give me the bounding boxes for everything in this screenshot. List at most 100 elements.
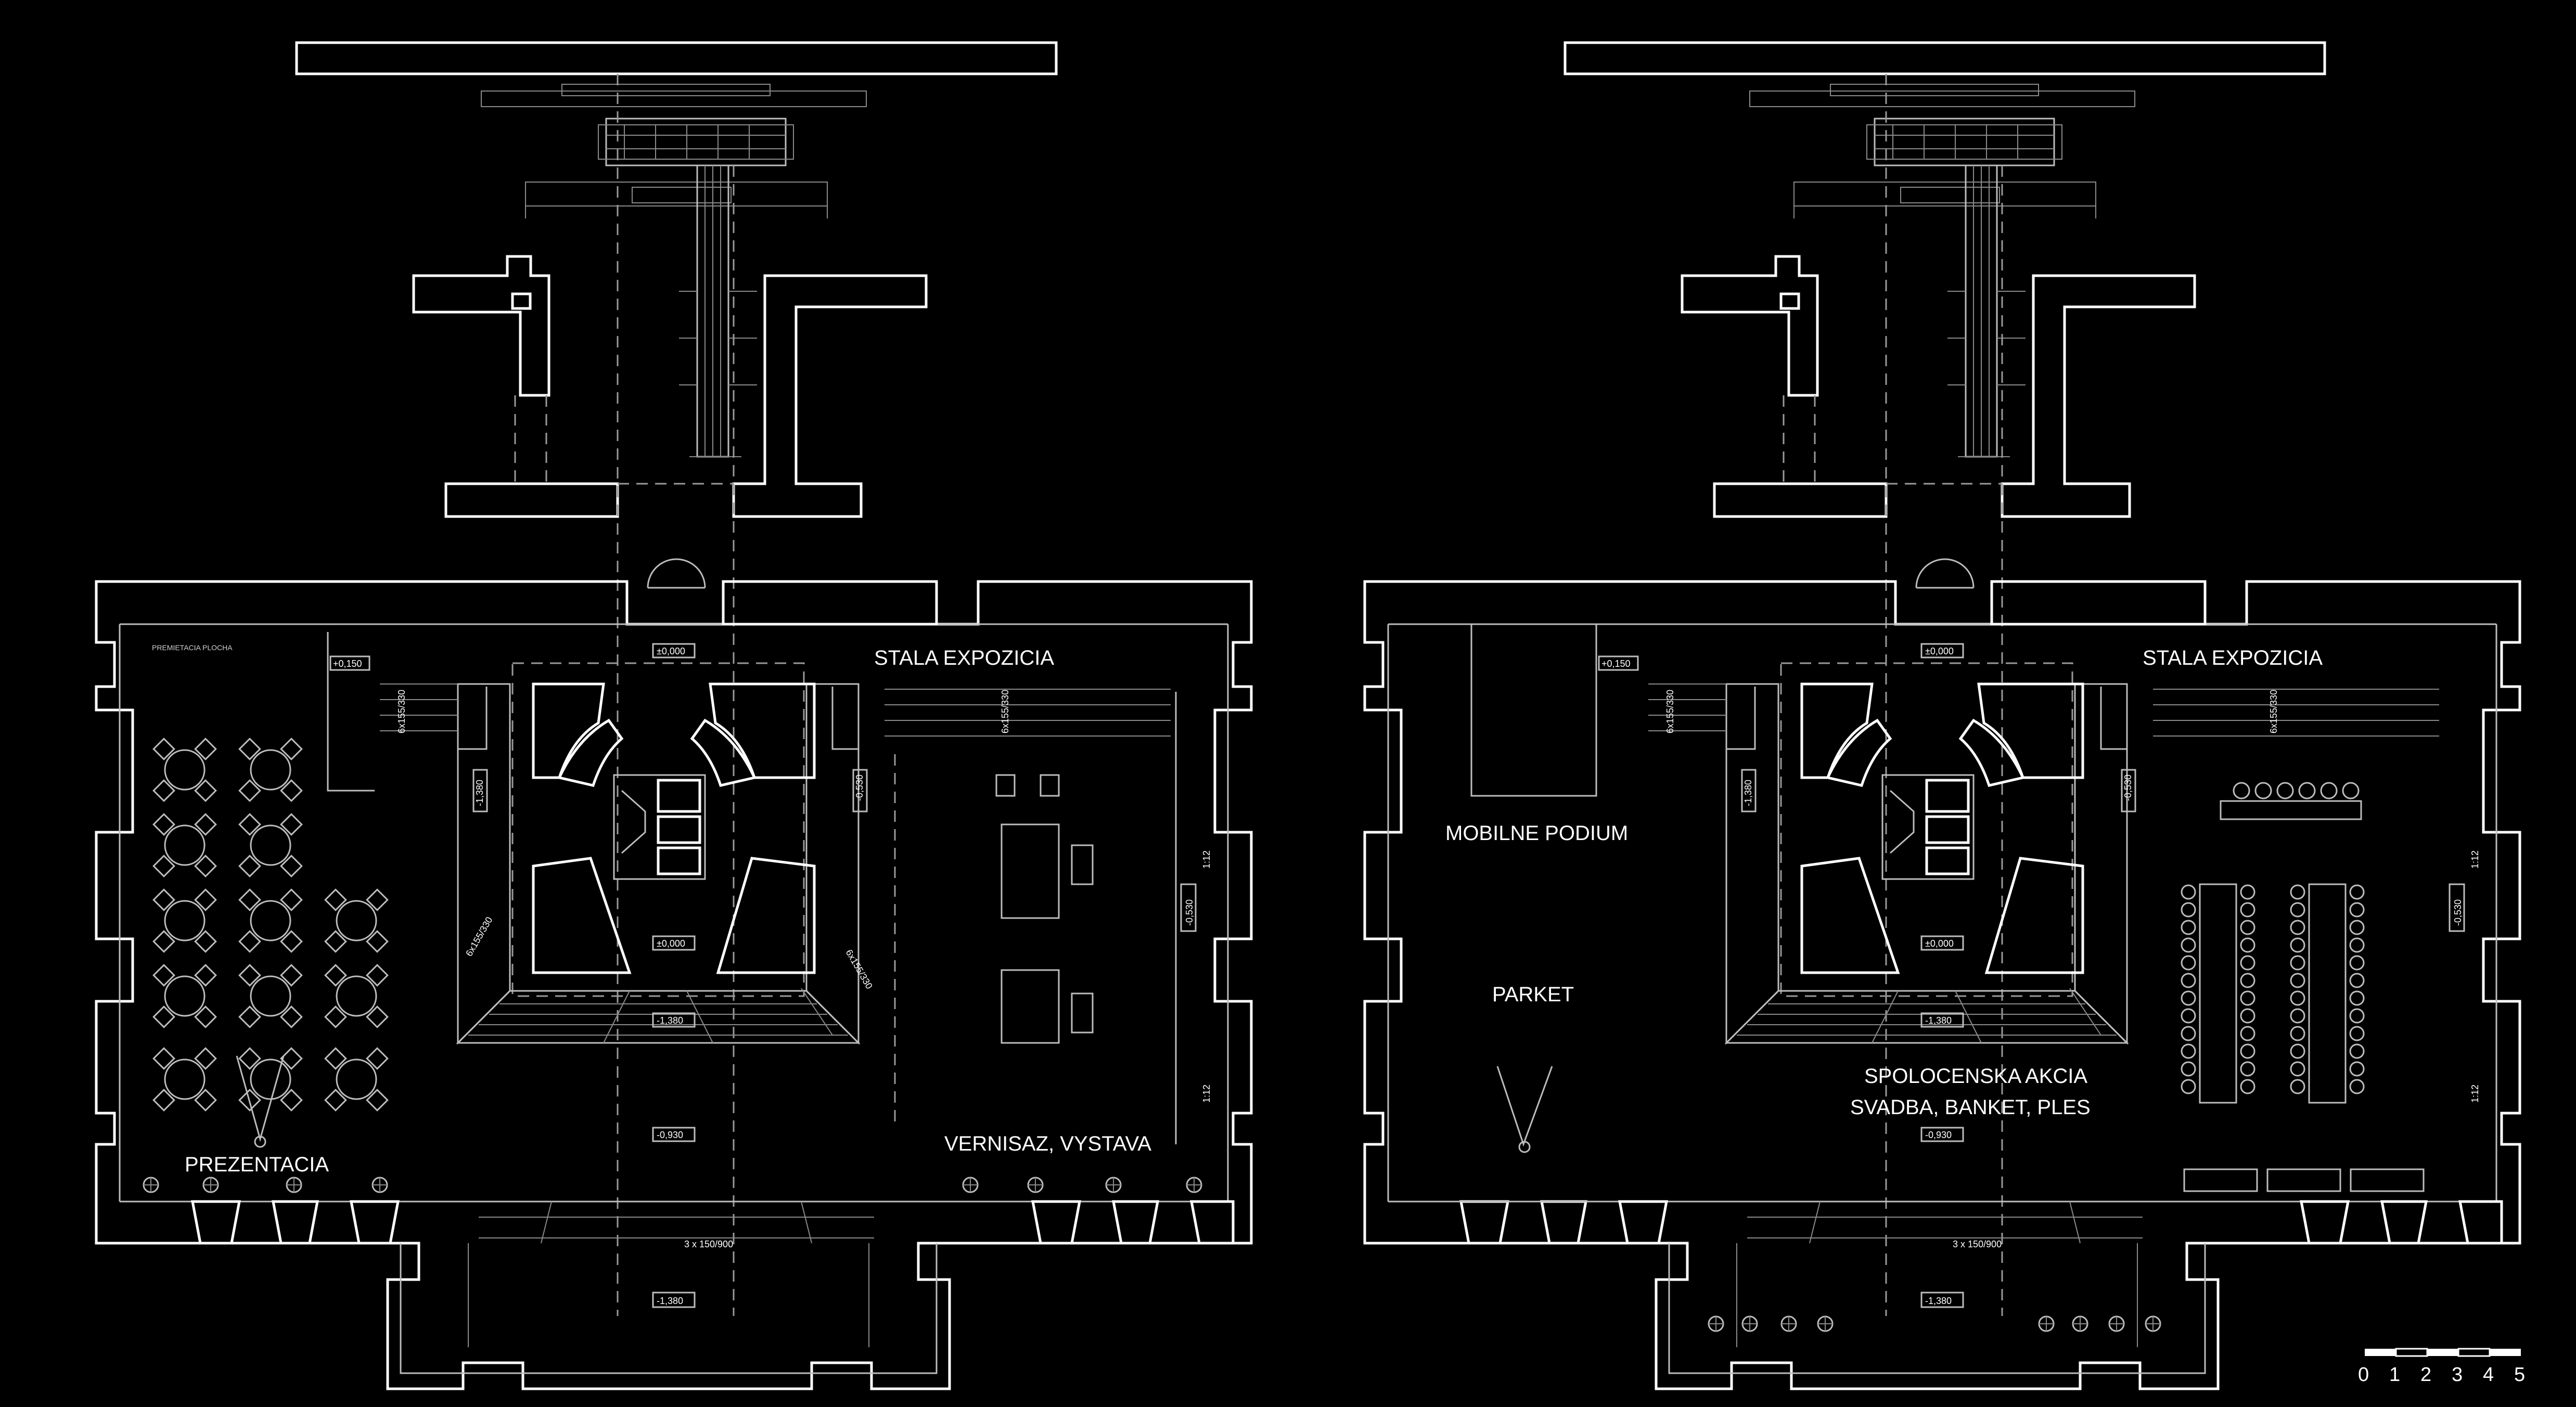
shell-left <box>96 582 1251 1389</box>
chair <box>238 1089 261 1112</box>
scale-seg <box>2457 1348 2491 1357</box>
banquet-chair <box>2349 1079 2365 1094</box>
banquet-chair <box>2349 884 2365 900</box>
chair <box>194 1047 217 1070</box>
banquet-chair <box>2349 973 2365 988</box>
round-table <box>336 900 377 941</box>
chair <box>152 1047 175 1070</box>
speaker-point <box>254 1135 266 1148</box>
exhibit-table <box>1001 823 1060 919</box>
banquet-chair <box>2290 1026 2305 1041</box>
round-table <box>250 749 291 791</box>
level-side-ramp: -0,530 <box>1184 899 1195 926</box>
scale-tick-0: 0 <box>2358 1364 2369 1386</box>
level-zero: ±0,000 <box>1925 646 1954 656</box>
level-low: -0,930 <box>1925 1130 1952 1140</box>
banquet-chair <box>2240 990 2255 1006</box>
chair <box>366 1005 389 1028</box>
scale-tick-4: 4 <box>2483 1364 2494 1386</box>
scale-seg <box>2427 1349 2458 1356</box>
chair <box>366 888 389 911</box>
banquet-chair <box>2181 1008 2196 1024</box>
stair-note-c: 3 x 150/900 <box>1953 1239 2002 1249</box>
chair <box>366 1089 389 1112</box>
banquet-chair <box>2240 884 2255 900</box>
level-landing: -1,380 <box>1925 1015 1952 1026</box>
banquet-chair <box>2349 955 2365 971</box>
banquet-chair <box>2240 1079 2255 1094</box>
banquet-chair <box>2240 902 2255 918</box>
chair <box>152 888 175 911</box>
round-table <box>164 824 206 866</box>
banquet-chair <box>2240 1026 2255 1041</box>
chair <box>194 855 217 877</box>
exhibit-chair <box>1071 992 1094 1034</box>
label-svadba: SVADBA, BANKET, PLES <box>1850 1096 2091 1119</box>
banquet-chair <box>2349 902 2365 918</box>
head-chair <box>2233 782 2250 799</box>
banquet-chair <box>2349 1008 2365 1024</box>
label-stala-expozicia: STALA EXPOZICIA <box>874 647 1054 669</box>
banquet-chair <box>2349 990 2365 1006</box>
chair <box>238 1005 261 1028</box>
chair <box>194 930 217 953</box>
chair <box>238 779 261 802</box>
slope-note: 1:12 <box>2470 850 2480 869</box>
level-landing-bottom: -1,380 <box>1925 1296 1952 1306</box>
banquet-chair <box>2181 1079 2196 1094</box>
label-prezentacia: PREZENTACIA <box>185 1153 329 1176</box>
level-zero: ±0,000 <box>657 938 685 949</box>
chair <box>324 1005 347 1028</box>
slope-note: 1:12 <box>1201 850 1212 869</box>
scale-tick-1: 1 <box>2389 1364 2400 1386</box>
chair <box>366 1047 389 1070</box>
label-premietacia: PREMIETACIA PLOCHA <box>152 643 233 652</box>
label-mobilne-podium: MOBILNE PODIUM <box>1445 822 1628 845</box>
plan-left: STALA EXPOZICIA PREZENTACIA VERNISAZ, VY… <box>96 43 1251 1389</box>
floor-rosettes-left <box>143 1177 1202 1193</box>
chair <box>324 888 347 911</box>
chair <box>152 964 175 987</box>
banquet-chair <box>2181 920 2196 935</box>
head-table <box>2220 800 2362 820</box>
round-table <box>164 975 206 1017</box>
round-table <box>336 1059 377 1100</box>
banquet-chair <box>2290 955 2305 971</box>
head-chair <box>2276 782 2294 799</box>
chair <box>152 738 175 760</box>
service-counter <box>2266 1168 2341 1192</box>
level-zero: ±0,000 <box>657 646 685 656</box>
chair <box>238 813 261 836</box>
label-parket: PARKET <box>1492 983 1574 1006</box>
chair <box>280 779 303 802</box>
banquet-chair <box>2181 884 2196 900</box>
round-table <box>250 900 291 941</box>
chair <box>152 813 175 836</box>
banquet-chair <box>2290 937 2305 953</box>
chair <box>194 964 217 987</box>
banquet-chair <box>2240 973 2255 988</box>
level-box-upper <box>1598 655 1639 671</box>
chair <box>152 1005 175 1028</box>
chair <box>366 930 389 953</box>
head-chair <box>2342 782 2360 799</box>
level-side-ramp: -0,530 <box>2453 899 2463 926</box>
chair <box>324 930 347 953</box>
chair <box>152 779 175 802</box>
chair <box>280 813 303 836</box>
round-table <box>250 1059 291 1100</box>
head-chair <box>2298 782 2316 799</box>
round-table <box>250 824 291 866</box>
round-table <box>164 1059 206 1100</box>
chair <box>152 930 175 953</box>
chair <box>280 964 303 987</box>
banquet-tables <box>2181 782 2365 1104</box>
head-chair <box>2254 782 2272 799</box>
plan-right: STALA EXPOZICIA MOBILNE PODIUM PARKET SP… <box>1365 43 2520 1389</box>
banquet-chair <box>2181 973 2196 988</box>
banquet-chair <box>2290 1079 2305 1094</box>
banquet-chair <box>2240 920 2255 935</box>
chair <box>194 1089 217 1112</box>
chair <box>238 1047 261 1070</box>
